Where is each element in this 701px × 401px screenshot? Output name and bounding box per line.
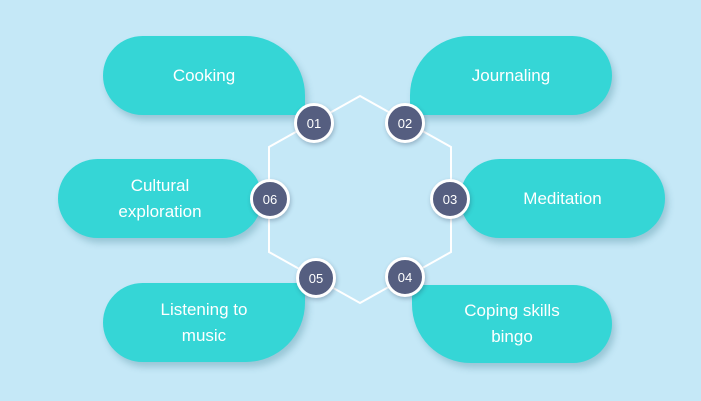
item-label: Listening to music [160, 299, 248, 345]
item-label: Journaling [471, 65, 551, 85]
item-label: Cooking [172, 65, 236, 85]
item-card-journaling: Journaling [410, 36, 612, 115]
number-badge-05: 05 [296, 258, 336, 298]
item-card-cultural-exploration: Cultural exploration [58, 159, 262, 238]
number-badge-06: 06 [250, 179, 290, 219]
item-label: Coping skills bingo [464, 301, 560, 346]
number-badge-01: 01 [294, 103, 334, 143]
number-badge-03: 03 [430, 179, 470, 219]
number-badge-02: 02 [385, 103, 425, 143]
item-card-cooking: Cooking [103, 36, 305, 115]
item-card-coping-skills-bingo: Coping skills bingo [412, 285, 612, 363]
item-card-meditation: Meditation [460, 159, 665, 238]
number-badge-04: 04 [385, 257, 425, 297]
item-card-listening-to-music: Listening to music [103, 283, 305, 362]
item-label: Meditation [523, 188, 602, 208]
item-label: Cultural exploration [118, 175, 202, 221]
hexagon-outline [268, 94, 452, 305]
